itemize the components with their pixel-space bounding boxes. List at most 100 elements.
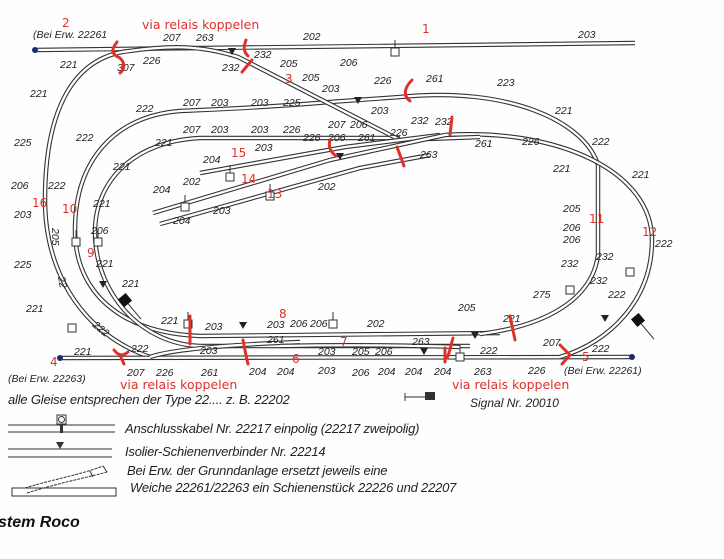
section-number: 6 [292, 352, 300, 366]
track-piece-label: 222 [135, 103, 154, 115]
track-piece-label: 203 [317, 346, 336, 358]
track-segment [149, 339, 301, 360]
track-piece-label: 206 [90, 225, 109, 237]
isolation-break-mark [240, 38, 254, 74]
isolation-break-mark [111, 40, 126, 75]
track-piece-label: 205 [562, 203, 581, 215]
insulated-joiner-icon [471, 332, 479, 339]
feeder-connection-icon [180, 195, 190, 212]
track-piece-label: 204 [433, 366, 452, 378]
track-piece-label: 206 [327, 132, 346, 144]
track-piece-label: 204 [152, 184, 171, 196]
track-piece-label: 232 [589, 275, 608, 287]
track-piece-label: 221 [160, 315, 179, 327]
track-piece-label: 222 [654, 238, 673, 250]
track-piece-label: 203 [199, 345, 218, 357]
section-number: 7 [340, 335, 348, 349]
track-piece-label: 263 [473, 366, 492, 378]
track-piece-label: 226 [521, 136, 540, 148]
legend-turnout-text: Bei Erw. der Grunndanlage ersetzt jeweil… [127, 463, 388, 478]
track-piece-label: 221 [154, 137, 173, 149]
track-piece-label: 202 [366, 318, 385, 330]
track-piece-label: 202 [302, 31, 321, 43]
track-piece-label: 203 [577, 29, 596, 41]
isolation-break-mark [112, 348, 130, 366]
track-piece-label: 203 [204, 321, 223, 333]
buffer-stop-icon [629, 354, 635, 360]
insulated-joiner-icon [99, 281, 107, 288]
isolation-break-mark [327, 138, 338, 158]
track-piece-label: 204 [377, 366, 396, 378]
track-piece-label: 22 [55, 274, 69, 289]
signal-icon [630, 312, 655, 340]
track-piece-label: 206 [562, 222, 581, 234]
isolation-break-mark [241, 338, 250, 366]
section-number: 16 [32, 196, 47, 210]
tracks [32, 40, 655, 361]
insulated-joiner-icon [336, 153, 344, 160]
isolation-break-mark [448, 115, 454, 137]
track-piece-label: 232 [410, 115, 429, 127]
track-piece-label: 204 [248, 366, 267, 378]
track-piece-label: 221 [95, 258, 114, 270]
signal-icon [404, 392, 435, 401]
track-piece-label: 204 [276, 366, 295, 378]
track-segment [92, 135, 470, 349]
feeder-connection-icon [93, 230, 103, 247]
brand-title: stem Roco [0, 514, 80, 531]
legend-feeder-text: Anschlusskabel Nr. 22217 einpolig (22217… [125, 421, 420, 436]
track-piece-label: 206 [351, 367, 370, 379]
track-segment [42, 49, 151, 360]
track-segment [152, 132, 446, 216]
annotation-relais-bottom-right: via relais koppelen [452, 377, 569, 392]
section-number: 15 [231, 146, 246, 160]
track-piece-label: 203 [210, 97, 229, 109]
track-piece-label: 221 [59, 59, 78, 71]
bottom-left-note: (Bei Erw. 22263) [8, 373, 86, 385]
track-piece-label: 203 [321, 83, 340, 95]
track-piece-label: 206 [562, 234, 581, 246]
track-piece-label: 207 [182, 124, 202, 136]
section-number: 14 [241, 172, 256, 186]
track-piece-label: 226 [389, 127, 408, 139]
track-piece-label: 222 [591, 343, 610, 355]
section-number: 5 [582, 350, 590, 364]
track-piece-label: 203 [317, 365, 336, 377]
track-piece-label: 222 [130, 343, 149, 355]
insulated-joiner-icon [8, 442, 112, 458]
feeder-connection-icon [390, 40, 400, 57]
track-piece-label: 207 [542, 337, 562, 349]
isolation-break-mark [445, 336, 455, 360]
track-segment [72, 94, 501, 339]
track-piece-label: 221 [631, 169, 650, 181]
annotation-relais-top: via relais koppelen [142, 17, 259, 32]
decoupler-icon [625, 267, 635, 277]
track-piece-label: 263 [195, 32, 214, 44]
track-piece-label: 207 [182, 97, 202, 109]
track-segment [199, 132, 441, 176]
buffer-stop-icon [32, 47, 38, 53]
track-segment [279, 343, 461, 350]
track-piece-label: 223 [496, 77, 515, 89]
insulated-joiner-icon [354, 97, 362, 104]
track-segment [34, 40, 636, 53]
track-piece-label: 221 [25, 303, 44, 315]
track-piece-label: 232 [560, 258, 579, 270]
track-piece-label: 207 [162, 32, 182, 44]
isolation-break-mark [403, 78, 414, 103]
buffer-stop-icon [57, 355, 63, 361]
bottom-right-note: (Bei Erw. 22261) [564, 365, 642, 377]
insulated-joiner-icon [228, 48, 236, 55]
track-piece-label: 206 [289, 318, 308, 330]
section-number: 1 [422, 22, 430, 36]
signal-label: Signal Nr. 20010 [470, 396, 559, 410]
track-piece-label: 221 [112, 161, 131, 173]
section-number: 4 [50, 355, 58, 369]
track-piece-label: 206 [339, 57, 358, 69]
section-number: 12 [642, 225, 657, 239]
insulated-joiner-icon [420, 348, 428, 355]
track-piece-label: 205 [457, 302, 476, 314]
track-piece-label: 232 [253, 49, 272, 61]
track-piece-label: 261 [474, 138, 493, 150]
track-piece-label: 203 [210, 124, 229, 136]
